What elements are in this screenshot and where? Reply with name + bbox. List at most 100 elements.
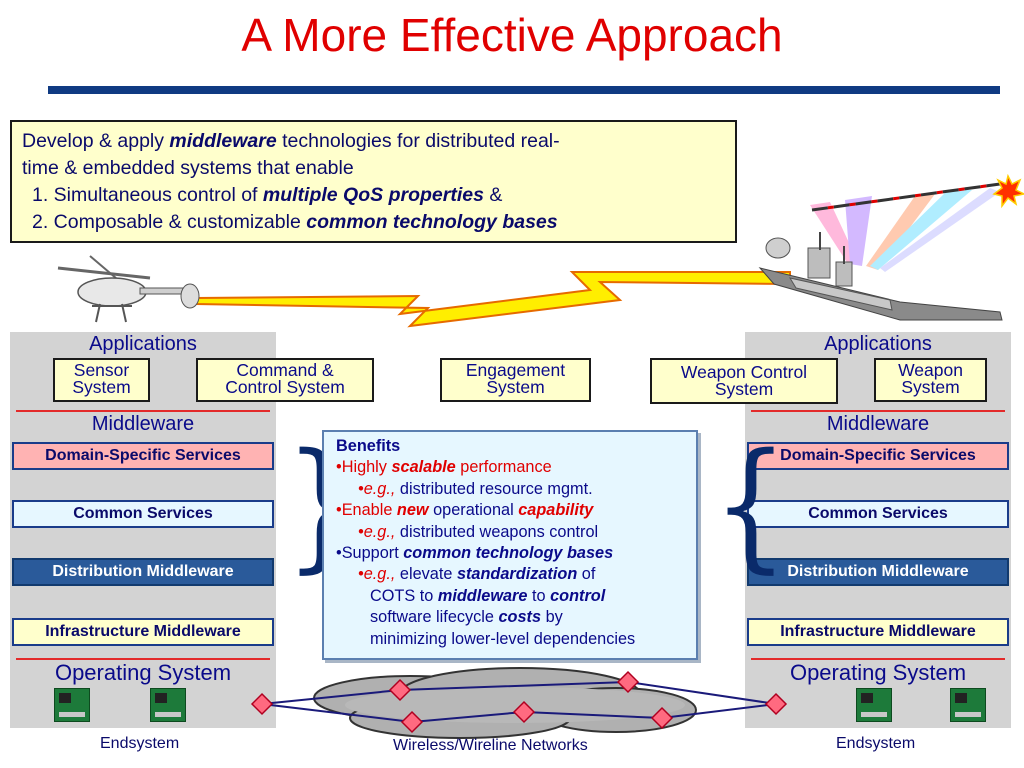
endsystem-caption-left: Endsystem: [100, 735, 180, 752]
distribution-middleware: Distribution Middleware: [747, 558, 1009, 586]
layer-separator: [16, 410, 270, 412]
benefit-text: by: [541, 608, 563, 627]
benefit-emphasis: scalable: [391, 458, 456, 477]
circuit-board-icon: [856, 688, 892, 722]
app-label: System: [714, 379, 774, 399]
benefit-emphasis: middleware: [437, 586, 528, 605]
common-services: Common Services: [747, 500, 1009, 528]
benefit-text: elevate: [395, 565, 457, 584]
intro-emphasis: multiple QoS properties: [262, 184, 484, 206]
benefit-1-example: •e.g., distributed resource mgmt.: [336, 479, 684, 500]
benefit-eg: •e.g.,: [358, 522, 396, 541]
intro-text: 1. Simultaneous control of: [32, 184, 263, 206]
circuit-board-icon: [54, 688, 90, 722]
intro-text: 2. Composable & customizable: [32, 211, 307, 233]
circuit-board-icon: [150, 688, 186, 722]
benefit-2: •Enable new operational capability: [336, 500, 684, 521]
helicopter-icon: [57, 255, 200, 323]
title-rule: [48, 86, 1000, 94]
applications-heading: Applications: [824, 333, 932, 355]
circuit-board-icon: [950, 688, 986, 722]
common-services: Common Services: [12, 500, 274, 528]
layer-separator: [751, 658, 1005, 660]
networks-caption: Wireless/Wireline Networks: [393, 737, 588, 754]
benefits-heading: Benefits: [336, 437, 401, 455]
endsystem-caption-right: Endsystem: [836, 735, 916, 752]
app-label: System: [901, 377, 960, 397]
benefits-box: Benefits •Highly scalable performance •e…: [322, 430, 698, 660]
benefit-emphasis: costs: [498, 608, 542, 627]
intro-emphasis: middleware: [169, 130, 277, 152]
benefit-eg: •e.g.,: [358, 479, 396, 498]
app-label: Control System: [225, 377, 345, 397]
app-label: Weapon Control: [680, 362, 808, 382]
intro-emphasis: common technology bases: [306, 211, 558, 233]
layer-separator: [16, 658, 270, 660]
benefit-text: COTS to: [370, 586, 438, 605]
benefit-text: software lifecycle: [370, 608, 499, 627]
weapon-system-box: Weapon System: [874, 358, 987, 402]
benefit-text: •Enable: [336, 501, 397, 520]
laser-beams-icon: [810, 188, 1000, 272]
weapon-control-system-box: Weapon Control System: [650, 358, 838, 404]
operating-system-heading: Operating System: [789, 660, 967, 685]
intro-line-2: time & embedded systems that enable: [22, 157, 354, 179]
benefit-text: to: [527, 586, 551, 605]
distribution-middleware: Distribution Middleware: [12, 558, 274, 586]
network-node-icon: [250, 670, 788, 734]
app-label: Sensor: [73, 360, 130, 380]
brace-icon: {: [712, 424, 789, 587]
ship-icon: [758, 232, 1003, 321]
benefit-emphasis: control: [550, 586, 606, 605]
benefit-emphasis: standardization: [456, 565, 578, 584]
benefit-3-example: •e.g., elevate standardization of: [336, 564, 684, 585]
intro-item-2: 2. Composable & customizable common tech…: [22, 209, 727, 236]
layer-separator: [751, 410, 1005, 412]
benefit-text: distributed weapons control: [395, 522, 599, 541]
domain-specific-services: Domain-Specific Services: [12, 442, 274, 470]
app-label: Command &: [236, 360, 334, 380]
middleware-heading: Middleware: [91, 413, 195, 435]
app-label: Weapon: [898, 360, 963, 380]
benefit-emphasis: common technology bases: [403, 544, 614, 563]
benefit-text: of: [577, 565, 596, 584]
app-label: System: [486, 377, 545, 397]
benefit-text: •Support: [336, 544, 404, 563]
intro-text: Develop & apply: [22, 130, 170, 152]
domain-specific-services: Domain-Specific Services: [747, 442, 1009, 470]
command-control-system-box: Command & Control System: [196, 358, 374, 402]
lightning-bolt-icon: [195, 271, 791, 328]
middleware-heading: Middleware: [826, 413, 930, 435]
intro-text: technologies for distributed real-: [276, 130, 560, 152]
benefit-1: •Highly scalable performance: [336, 457, 684, 478]
operating-system-heading: Operating System: [54, 660, 232, 685]
app-label: Engagement: [465, 360, 566, 380]
benefit-text: operational: [428, 501, 519, 520]
benefit-2-example: •e.g., distributed weapons control: [336, 522, 684, 543]
benefit-emphasis: new: [396, 501, 429, 520]
benefit-emphasis: capability: [518, 501, 594, 520]
explosion-icon: [992, 173, 1024, 209]
intro-text: &: [483, 184, 503, 206]
benefit-eg: •e.g.,: [358, 565, 396, 584]
applications-heading: Applications: [89, 333, 197, 355]
target-path-icon: [811, 182, 1001, 212]
benefit-text: performance: [455, 458, 552, 477]
intro-item-1: 1. Simultaneous control of multiple QoS …: [22, 182, 727, 209]
network-cloud-icon: [313, 667, 697, 739]
intro-box: Develop & apply middleware technologies …: [10, 120, 737, 243]
intro-line-1: Develop & apply middleware technologies …: [22, 128, 727, 155]
benefit-3: •Support common technology bases: [336, 543, 684, 564]
benefit-3-line-2: COTS to middleware to control: [336, 586, 684, 607]
slide-title: A More Effective Approach: [241, 9, 783, 61]
sensor-system-box: Sensor System: [53, 358, 150, 402]
benefit-3-line-4: minimizing lower-level dependencies: [370, 629, 636, 648]
infrastructure-middleware: Infrastructure Middleware: [12, 618, 274, 646]
benefit-text: distributed resource mgmt.: [395, 479, 593, 498]
app-label: System: [72, 377, 131, 397]
infrastructure-middleware: Infrastructure Middleware: [747, 618, 1009, 646]
engagement-system-box: Engagement System: [440, 358, 591, 402]
benefit-text: •Highly: [336, 458, 392, 477]
benefit-3-line-3: software lifecycle costs by: [336, 607, 684, 628]
